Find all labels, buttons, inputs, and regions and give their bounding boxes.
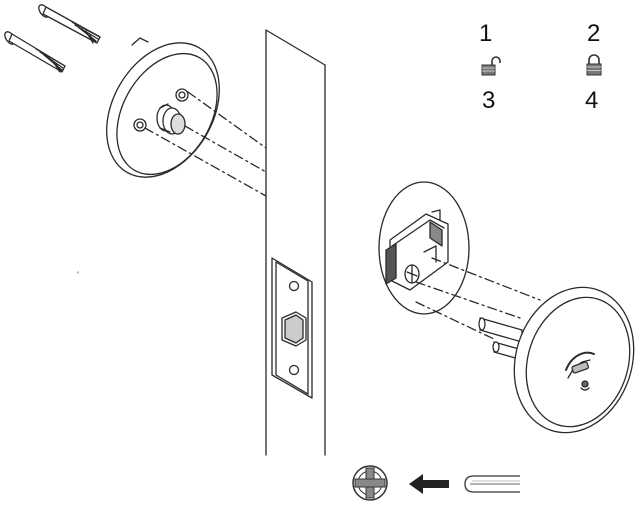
unlocked-padlock-icon: [481, 56, 501, 76]
mounting-screw-lower: [4, 31, 66, 73]
knob-alignment-lines: [415, 257, 541, 341]
latch-mechanism-detail: [378, 181, 470, 315]
inside-rose-plate: [106, 37, 220, 178]
latch-strike-plate: [271, 257, 313, 399]
legend-number-4: 4: [585, 87, 599, 114]
rose-alignment-lines: [144, 91, 267, 197]
phillips-screwdriver-tip-icon: [352, 465, 388, 501]
mounting-screw-upper: [38, 4, 101, 44]
outside-knob: [478, 286, 635, 434]
door-panel: [265, 29, 326, 456]
locked-padlock-icon: [586, 54, 602, 76]
legend-number-3: 3: [482, 87, 496, 114]
left-arrow-icon: [409, 474, 449, 494]
legend-number-2: 2: [587, 20, 601, 47]
legend-number-1: 1: [479, 20, 493, 47]
flat-tool-icon: [464, 475, 520, 493]
